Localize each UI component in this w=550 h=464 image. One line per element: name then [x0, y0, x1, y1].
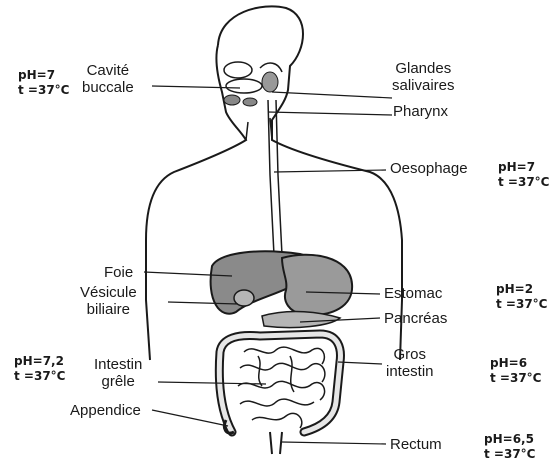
label-pharynx: Pharynx [393, 103, 448, 120]
label-gros-intestin: Gros intestin [386, 346, 434, 380]
label-pancreas: Pancréas [384, 310, 447, 327]
label-intestin-grele: Intestin grêle [94, 356, 142, 390]
label-cavite-buccale: Cavité buccale [82, 62, 134, 96]
mouth-region [224, 62, 282, 106]
label-foie: Foie [104, 264, 133, 281]
label-appendice: Appendice [70, 402, 141, 419]
label-estomac: Estomac [384, 285, 442, 302]
stomach-shape [282, 255, 352, 315]
label-glandes-salivaires: Glandes salivaires [392, 60, 455, 94]
label-vesicule-biliaire: Vésicule biliaire [80, 284, 137, 318]
small-intestine-coils [238, 347, 325, 428]
label-rectum: Rectum [390, 436, 442, 453]
rectum-shape [270, 432, 282, 454]
label-oesophage: Oesophage [390, 160, 468, 177]
